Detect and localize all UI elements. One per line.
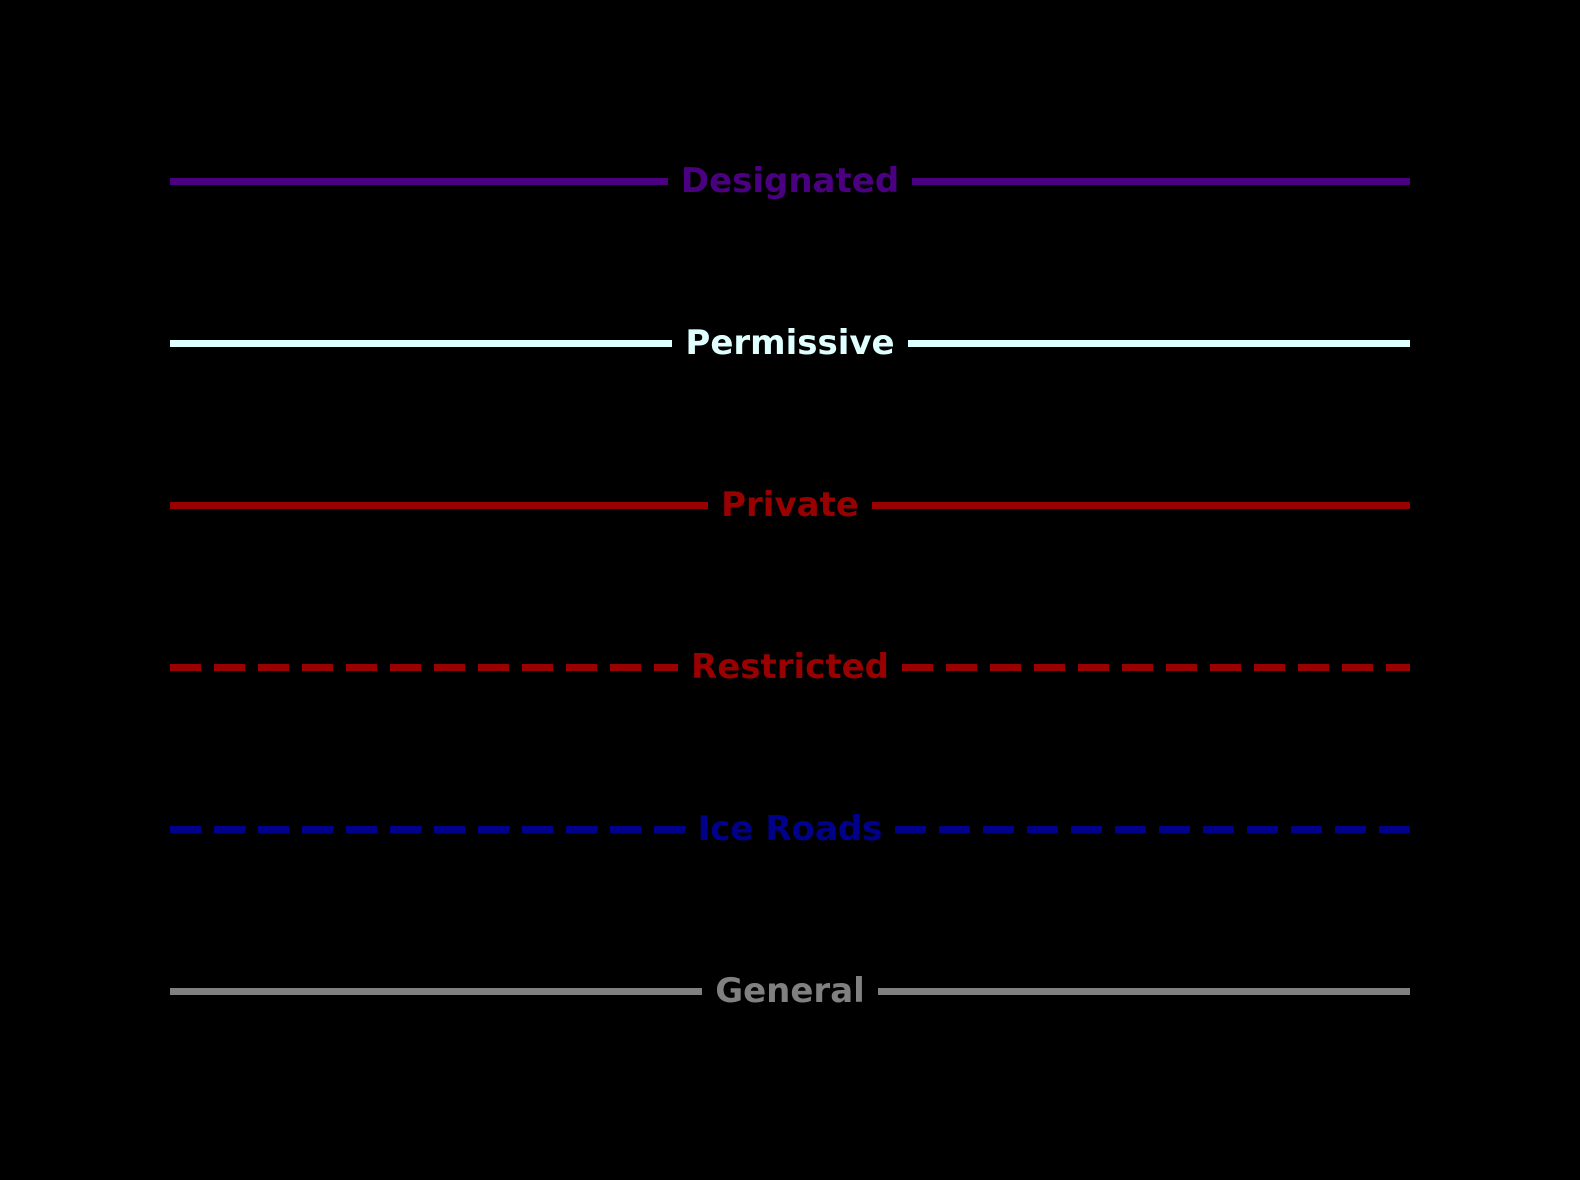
legend-label-general: General: [715, 971, 865, 1011]
permissive-line-left-sample: [170, 339, 673, 347]
permissive-line-right-sample: [907, 339, 1410, 347]
legend-row-permissive: Permissive: [0, 262, 1580, 424]
ice-roads-dashed-line-left-sample: [170, 825, 685, 833]
legend-row-ice-roads: Ice Roads: [0, 748, 1580, 910]
general-line-right-sample: [877, 987, 1411, 995]
legend-label-permissive: Permissive: [685, 323, 895, 363]
legend-row-general: General: [0, 910, 1580, 1072]
legend-row-designated: Designated: [0, 100, 1580, 262]
legend-label-restricted: Restricted: [691, 647, 889, 687]
legend-label-designated: Designated: [680, 161, 900, 201]
legend-row-private: Private: [0, 424, 1580, 586]
restricted-dashed-line-right-sample: [901, 663, 1410, 671]
restricted-dashed-line-left-sample: [170, 663, 679, 671]
legend-label-private: Private: [721, 485, 859, 525]
legend-row-restricted: Restricted: [0, 586, 1580, 748]
general-line-left-sample: [170, 987, 703, 995]
road-type-legend: Designated Permissive Private Restricted…: [0, 100, 1580, 1072]
private-line-right-sample: [871, 501, 1411, 509]
legend-label-ice-roads: Ice Roads: [697, 809, 883, 849]
designated-line-left-sample: [170, 177, 668, 185]
ice-roads-dashed-line-right-sample: [895, 825, 1411, 833]
designated-line-right-sample: [912, 177, 1410, 185]
private-line-left-sample: [170, 501, 709, 509]
